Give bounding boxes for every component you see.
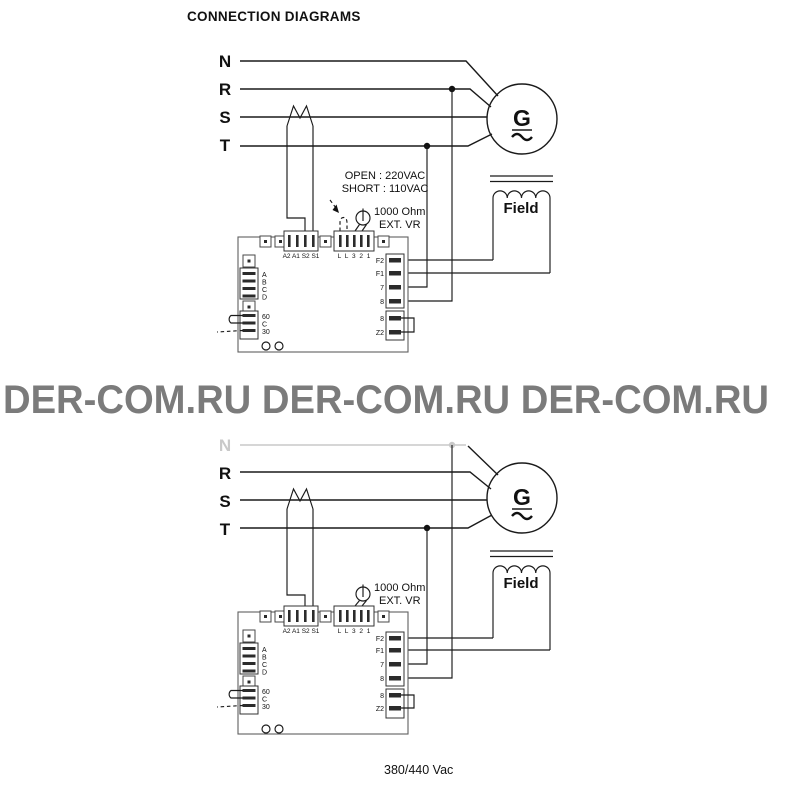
z2-jumper-wire: [401, 694, 415, 709]
relay-dashed-wire: [216, 704, 244, 708]
phase-label-t: T: [220, 520, 231, 539]
jumper-dashed-icon: [329, 199, 348, 231]
generator-symbol: G: [486, 462, 558, 534]
board-hole: [261, 341, 271, 351]
terminal-label-f1: F1: [376, 648, 384, 655]
phase-label-n: N: [219, 436, 231, 455]
board-hole: [274, 724, 284, 734]
phase-label-n: N: [219, 52, 231, 71]
field-label: Field: [503, 200, 538, 217]
terminal-label-f2: F2: [376, 258, 384, 265]
sense-terminal-block: A2 A1 S2 S1: [283, 605, 320, 635]
phase-label-t: T: [220, 136, 231, 155]
field-label: Field: [503, 575, 538, 592]
avr-board: A2 A1 S2 S1 L L 3 2 1 A B C: [216, 605, 415, 735]
terminal-label-f2: F2: [376, 636, 384, 643]
sense-block-label: A2 A1 S2 S1: [283, 628, 320, 635]
phase-lines: [240, 444, 499, 529]
right-terminal-strip: F2 F1 7 8 8 Z2: [376, 631, 415, 719]
aux-terminal-block: L L 3 2 1: [333, 605, 375, 635]
left-connectors: A B C D 60 C 30: [216, 254, 270, 340]
vr-ohm-label: 1000 Ohm: [374, 582, 425, 594]
avr-board: A2 A1 S2 S1 L L 3 2 1 A B: [216, 230, 415, 353]
z2-jumper-wire: [401, 317, 415, 333]
terminal-label-z2: Z2: [376, 706, 384, 713]
relay-label-60: 60: [262, 314, 270, 321]
vr-ext-label: EXT. VR: [379, 595, 421, 607]
sense-block-label: A2 A1 S2 S1: [283, 253, 320, 260]
conn-label-d: D: [262, 670, 267, 677]
voltage-caption: 380/440 Vac: [384, 763, 453, 777]
sensing-fuse-icon: [286, 104, 314, 231]
ac-wave-icon: [511, 511, 533, 521]
board-hole: [274, 341, 284, 351]
mounting-pads: [259, 235, 390, 248]
watermark-text: DER-COM.RU DER-COM.RU DER-COM.RU: [3, 378, 769, 422]
page-title: CONNECTION DIAGRAMS: [187, 9, 361, 24]
terminal-label-f1: F1: [376, 271, 384, 278]
aux-block-label: L L 3 2 1: [338, 253, 371, 260]
aux-block-label: L L 3 2 1: [338, 628, 371, 635]
sensing-wires: [401, 89, 453, 302]
note-short: SHORT : 110VAC: [342, 183, 429, 195]
right-terminal-strip: F2 F1 7 8 8 Z2: [376, 253, 415, 341]
bottom-diagram: N R S T G: [216, 436, 558, 777]
relay-label-c: C: [262, 322, 267, 329]
sense-terminal-block: A2 A1 S2 S1: [283, 230, 320, 260]
phase-label-r: R: [219, 464, 231, 483]
field-winding: Field: [401, 550, 553, 651]
board-hole: [261, 724, 271, 734]
relay-loop-wire: [228, 314, 243, 324]
conn-label-d: D: [262, 295, 267, 302]
relay-dashed-wire: [216, 329, 244, 333]
conn-label-c: C: [262, 287, 267, 294]
phase-label-s: S: [219, 492, 230, 511]
phase-label-r: R: [219, 80, 231, 99]
relay-label-c: C: [262, 697, 267, 704]
terminal-label-8: 8: [380, 299, 384, 306]
terminal-label-8: 8: [380, 676, 384, 683]
conn-label-b: B: [262, 280, 267, 287]
ac-wave-icon: [511, 132, 533, 142]
terminal-label-8b: 8: [380, 316, 384, 323]
field-winding: Field: [401, 175, 553, 274]
generator-symbol: G: [486, 83, 558, 155]
vr-ohm-label: 1000 Ohm: [374, 206, 425, 218]
note-open: OPEN : 220VAC: [345, 170, 426, 182]
conn-label-b: B: [262, 655, 267, 662]
conn-label-c: C: [262, 662, 267, 669]
sensing-wires: [401, 445, 453, 679]
sensing-fuse-icon: [286, 487, 314, 606]
vr-ext-label: EXT. VR: [379, 219, 421, 231]
generator-letter: G: [513, 105, 531, 131]
arrowhead-icon: [332, 204, 339, 213]
aux-terminal-block: L L 3 2 1: [333, 230, 375, 260]
relay-loop-wire: [228, 689, 243, 699]
terminal-label-z2: Z2: [376, 330, 384, 337]
conn-label-a: A: [262, 647, 267, 654]
terminal-label-8b: 8: [380, 693, 384, 700]
ext-vr-symbol: [354, 584, 371, 607]
phase-lines: [240, 60, 499, 147]
terminal-label-7: 7: [380, 285, 384, 292]
terminal-label-7: 7: [380, 662, 384, 669]
left-connectors: A B C D 60 C 30: [216, 629, 270, 715]
relay-label-30: 30: [262, 329, 270, 336]
relay-label-60: 60: [262, 689, 270, 696]
relay-label-30: 30: [262, 704, 270, 711]
generator-letter: G: [513, 484, 531, 510]
conn-label-a: A: [262, 272, 267, 279]
phase-label-s: S: [219, 108, 230, 127]
top-diagram: N R S T G: [216, 52, 558, 353]
ext-vr-symbol: [354, 208, 371, 232]
